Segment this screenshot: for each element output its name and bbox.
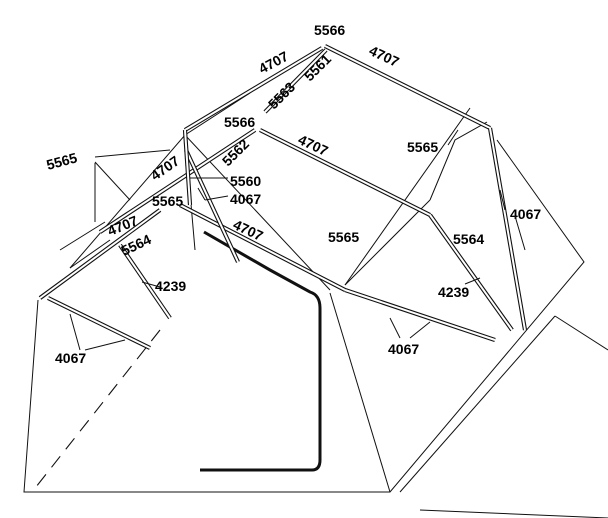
label-4239-left: 4239	[155, 278, 186, 294]
frame-poles	[38, 44, 528, 350]
label-5565-front: 5565	[328, 229, 359, 245]
label-4067-bottom-right: 4067	[388, 341, 419, 357]
label-4067-right: 4067	[510, 206, 541, 222]
label-4067-bottom-left: 4067	[55, 350, 86, 366]
part-labels: 5566 4707 4707 5561 5563 5566 5562 4707 …	[45, 22, 542, 366]
door-frame	[200, 230, 322, 472]
label-5566-mid: 5566	[224, 114, 255, 130]
label-5565-right: 5565	[407, 139, 438, 155]
label-4067-center: 4067	[230, 191, 261, 207]
label-5560: 5560	[230, 173, 261, 189]
label-4239-right: 4239	[438, 284, 469, 300]
leader-lines	[69, 129, 526, 351]
label-5564-right: 5564	[453, 231, 484, 247]
label-5565-left: 5565	[45, 149, 79, 173]
label-4707-top-left: 4707	[256, 48, 291, 77]
guy-lines	[59, 92, 488, 291]
label-4707-top-right: 4707	[367, 42, 402, 70]
label-5566-top: 5566	[314, 22, 345, 38]
label-5565-center: 5565	[152, 193, 183, 209]
label-5562: 5562	[219, 136, 252, 169]
floor-outline	[23, 139, 608, 518]
